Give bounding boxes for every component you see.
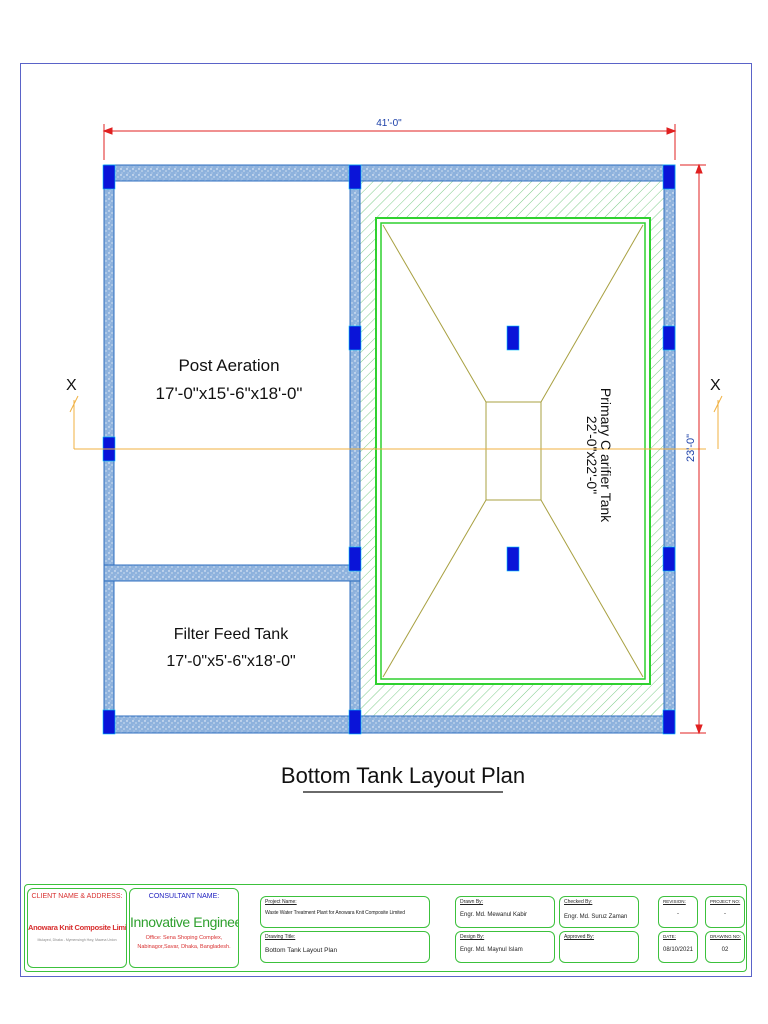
column: [348, 709, 362, 735]
revision: -: [677, 911, 679, 917]
drawing-no-box: DRAWING NO: 02: [705, 931, 745, 963]
column: [662, 709, 676, 735]
width-dimension-label: 41'-0": [376, 118, 402, 129]
consultant-heading: CONSULTANT NAME:: [148, 893, 220, 900]
column: [506, 546, 520, 572]
column: [662, 164, 676, 190]
column: [102, 709, 116, 735]
height-dimension-label: 23'-0": [685, 434, 697, 462]
design-by-box: Design By: Engr. Md. Maynul Islam: [455, 931, 555, 963]
clarifier-name: Primary C arifier Tank: [598, 388, 614, 523]
checked-by-label: Checked By:: [564, 899, 593, 905]
design-by-label: Design By:: [460, 934, 485, 940]
checked-by: Engr. Md. Suruz Zaman: [564, 914, 628, 920]
client-heading: CLIENT NAME & ADDRESS:: [31, 893, 123, 900]
section-label-right: X: [710, 377, 721, 394]
section-line: [69, 395, 723, 450]
consultant-office-2: Nabinagor,Savar, Dhaka, Bangladesh.: [137, 944, 231, 950]
client-name: Anowara Knit Composite Limited: [28, 923, 127, 932]
post-aeration-name: Post Aeration: [178, 356, 279, 375]
design-by: Engr. Md. Maynul Islam: [460, 947, 523, 953]
client-box: CLIENT NAME & ADDRESS: Anowara Knit Comp…: [27, 888, 127, 968]
column: [506, 325, 520, 351]
drawn-by: Engr. Md. Mewanul Kabir: [460, 912, 528, 918]
consultant-office-1: Office: Sena Shoping Complex,: [145, 935, 223, 941]
revision-box: REVISION: -: [658, 896, 698, 928]
client-address: Mulayed, Dhaka - Mymensingh Hwy, Mawna U…: [37, 938, 117, 942]
drawing-no: 02: [721, 947, 729, 953]
drawing-title-label: Drawing Title:: [265, 934, 296, 940]
drawing-no-label: DRAWING NO:: [710, 934, 741, 939]
project-name-box: Project Name: Waste Water Treatment Plan…: [260, 896, 430, 928]
drawing-title-value: Bottom Tank Layout Plan: [265, 947, 338, 954]
project-name-label: Project Name:: [265, 899, 297, 905]
filter-feed-size: 17'-0"x5'-6"x18'-0": [166, 653, 295, 670]
clarifier-size: 22'-0"x22'-0": [584, 416, 600, 494]
clarifier-tank: [375, 217, 651, 685]
height-dimension: [680, 163, 706, 735]
revision-label: REVISION:: [663, 899, 686, 904]
column: [662, 546, 676, 572]
drawing-title-box: Drawing Title: Bottom Tank Layout Plan: [260, 931, 430, 963]
date-box: DATE: 08/10/2021: [658, 931, 698, 963]
project-name: Waste Water Treatment Plant for Anowara …: [265, 910, 405, 916]
project-no-label: PROJECT NO:: [710, 899, 741, 904]
section-label-left: X: [66, 377, 77, 394]
drawn-by-box: Drawn By: Engr. Md. Mewanul Kabir: [455, 896, 555, 928]
project-no-box: PROJECT NO: -: [705, 896, 745, 928]
date-label: DATE:: [663, 934, 676, 939]
width-dimension: [102, 124, 677, 160]
approved-by-box: Approved By:: [559, 931, 639, 963]
consultant-name: Innovative Engineers: [130, 914, 238, 930]
drawn-by-label: Drawn By:: [460, 899, 484, 905]
filter-feed-name: Filter Feed Tank: [174, 626, 289, 643]
column: [102, 164, 116, 190]
column: [348, 325, 362, 351]
drawing-title: Bottom Tank Layout Plan: [281, 763, 525, 788]
column: [348, 546, 362, 572]
approved-by-label: Approved By:: [564, 934, 595, 940]
title-block: CLIENT NAME & ADDRESS: Anowara Knit Comp…: [24, 884, 747, 972]
column: [662, 325, 676, 351]
drawing-frame: [20, 63, 752, 977]
date: 08/10/2021: [662, 947, 694, 953]
post-aeration-size: 17'-0"x15'-6"x18'-0": [156, 384, 303, 403]
consultant-box: CONSULTANT NAME: Innovative Engineers Of…: [129, 888, 239, 968]
column: [348, 164, 362, 190]
project-no: -: [724, 911, 726, 917]
checked-by-box: Checked By: Engr. Md. Suruz Zaman: [559, 896, 639, 928]
